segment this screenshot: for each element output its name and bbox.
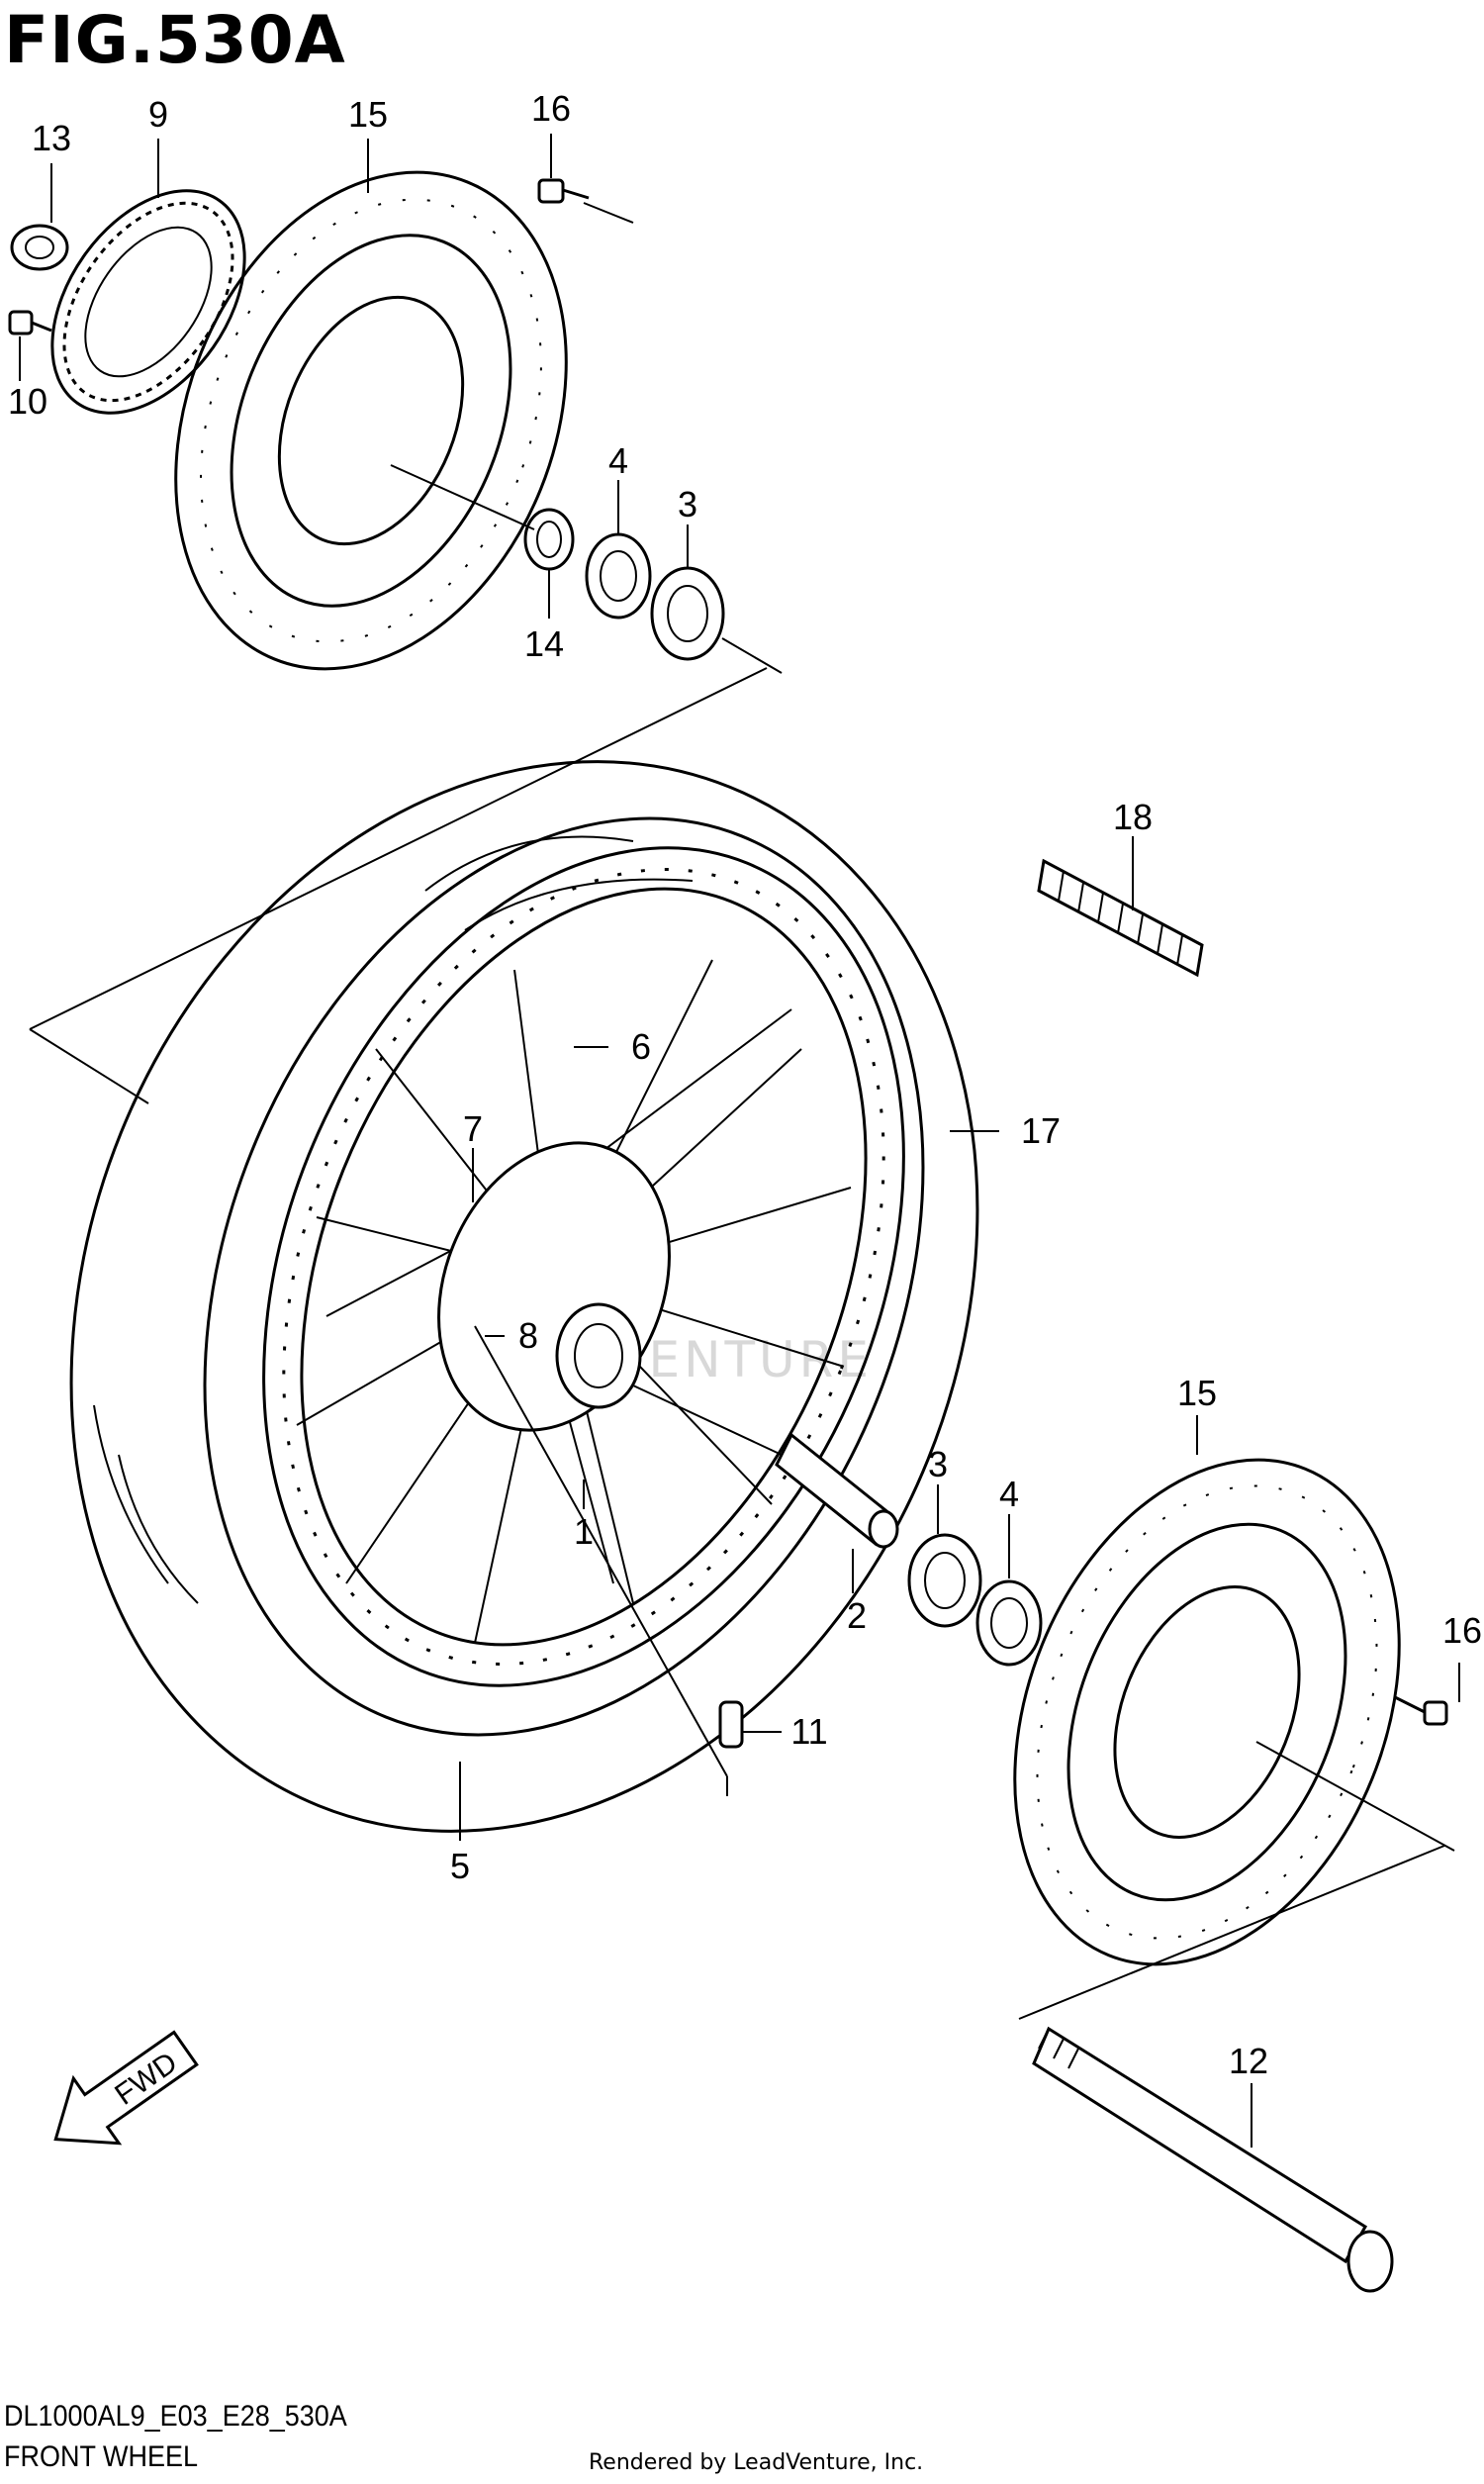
leader-lines: [19, 134, 1460, 2148]
abs-sensor-ring: [50, 189, 246, 415]
axis-line-upper: [390, 464, 535, 530]
axis-line-lower: [1255, 1741, 1455, 1852]
bracket-line-lower: [1018, 1845, 1445, 2020]
callout-7: 7: [463, 1108, 483, 1149]
fwd-arrow-icon: FWD: [53, 2030, 199, 2146]
hub: [437, 1141, 671, 1432]
bracket-line-left-short: [29, 1028, 149, 1104]
spacer-14: [523, 508, 575, 571]
bracket-line-upper: [721, 637, 783, 674]
callout-15-upper: 15: [348, 94, 388, 135]
seal-4-upper: [585, 532, 652, 620]
callout-16-lower: 16: [1442, 1610, 1482, 1651]
brake-disc-lower: [1013, 1458, 1401, 1966]
render-credit: Rendered by LeadVenture, Inc.: [589, 2450, 924, 2475]
axle-12: [1032, 2026, 1394, 2293]
model-code: DL1000AL9_E03_E28_530A: [4, 2400, 347, 2433]
figure-subtitle: FRONT WHEEL: [4, 2440, 199, 2473]
balance-weight-18: [1037, 858, 1204, 978]
callout-3-lower: 3: [928, 1444, 948, 1484]
callout-8: 8: [518, 1315, 538, 1356]
callout-1: 1: [574, 1511, 594, 1552]
axis-line-wheel: [632, 1385, 783, 1456]
bearing-3-lower: [907, 1533, 982, 1628]
callout-3-upper: 3: [678, 484, 697, 525]
bracket-line-left: [29, 667, 768, 1030]
callout-15-lower: 15: [1177, 1373, 1217, 1413]
figure-title: FIG.530A: [4, 2, 346, 78]
callout-11: 11: [790, 1711, 827, 1752]
callout-6: 6: [631, 1026, 651, 1067]
bolt-16-lower: [1394, 1695, 1448, 1726]
bolt-10: [8, 310, 52, 335]
callout-17: 17: [1021, 1110, 1061, 1151]
wheel-rim: [262, 846, 905, 1687]
callout-18: 18: [1113, 797, 1153, 837]
callout-4-lower: 4: [999, 1474, 1019, 1514]
nut-part: [10, 224, 69, 271]
bolt-16-upper: [537, 178, 634, 224]
axle-spacer-2: [775, 1432, 899, 1549]
bearing-3-upper: [650, 566, 725, 661]
callout-10: 10: [8, 381, 47, 422]
callout-2: 2: [847, 1595, 867, 1636]
seal-4-lower: [975, 1579, 1043, 1667]
callout-4-upper: 4: [608, 440, 628, 481]
valve-11: [718, 1700, 772, 1749]
callout-16-upper: 16: [531, 88, 571, 129]
callout-12: 12: [1229, 2041, 1268, 2081]
callout-5: 5: [450, 1846, 470, 1886]
callout-13: 13: [32, 118, 71, 158]
tire: [69, 760, 979, 1833]
callout-14: 14: [524, 623, 564, 664]
callout-9: 9: [148, 94, 168, 135]
bracket-line-hub: [474, 1325, 728, 1777]
